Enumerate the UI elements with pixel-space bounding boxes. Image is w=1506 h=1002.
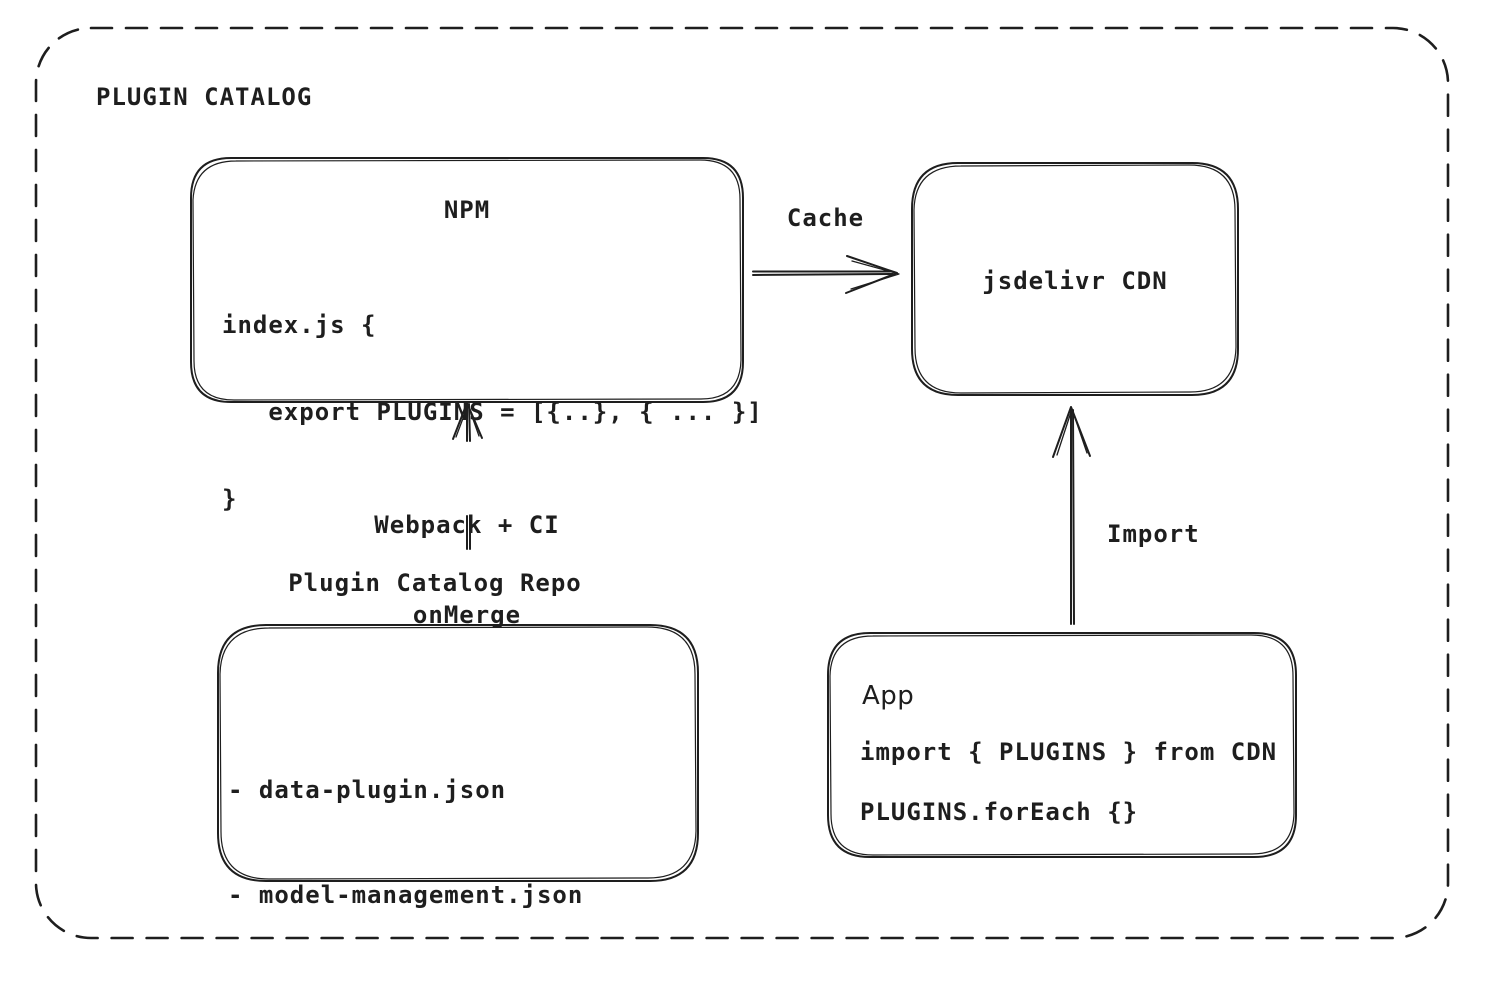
repo-box-outline-sketch bbox=[219, 626, 697, 880]
cache-arrow-label: Cache bbox=[786, 204, 865, 232]
webpack-arrow-label: Webpack + CI onMerge bbox=[317, 450, 617, 690]
npm-code-line: } bbox=[222, 485, 238, 513]
npm-code-line: export PLUGINS = [{..}, { ... }] bbox=[222, 398, 763, 426]
diagram-title: PLUGIN CATALOG bbox=[96, 83, 313, 111]
app-box-title: App bbox=[862, 681, 915, 711]
repo-box-outline bbox=[217, 624, 699, 882]
repo-file-list: - data-plugin.json - model-management.js… bbox=[228, 703, 583, 1002]
app-code-line: import { PLUGINS } from CDN bbox=[860, 738, 1278, 766]
cdn-box-label: jsdelivr CDN bbox=[982, 267, 1168, 295]
npm-code-block: index.js { export PLUGINS = [{..}, { ...… bbox=[222, 253, 763, 572]
cdn-box-outline bbox=[911, 162, 1239, 396]
npm-code-line: index.js { bbox=[222, 311, 377, 339]
app-code-line: PLUGINS.forEach {} bbox=[860, 798, 1139, 826]
catalog-boundary-outline bbox=[34, 26, 1450, 940]
repo-file-item: - data-plugin.json bbox=[228, 776, 507, 804]
app-box-outline-sketch bbox=[829, 634, 1295, 856]
import-arrow-label: Import bbox=[1107, 520, 1200, 548]
repo-connector-tick bbox=[466, 515, 471, 550]
app-box-outline bbox=[827, 632, 1297, 858]
npm-box-outline bbox=[190, 157, 744, 403]
npm-box-title: NPM bbox=[443, 196, 491, 224]
repo-file-item: ... bbox=[228, 986, 275, 1002]
npm-box-outline-sketch bbox=[192, 159, 742, 401]
cdn-box-outline-sketch bbox=[913, 164, 1237, 394]
cache-arrow bbox=[752, 255, 900, 294]
webpack-arrow bbox=[452, 402, 483, 442]
repo-box-title: Plugin Catalog Repo bbox=[288, 569, 582, 597]
repo-file-item: - model-management.json bbox=[228, 881, 584, 909]
webpack-arrow-label-line2: onMerge bbox=[412, 601, 522, 629]
webpack-arrow-label-line1: Webpack + CI bbox=[374, 511, 560, 539]
import-arrow bbox=[1052, 406, 1091, 625]
